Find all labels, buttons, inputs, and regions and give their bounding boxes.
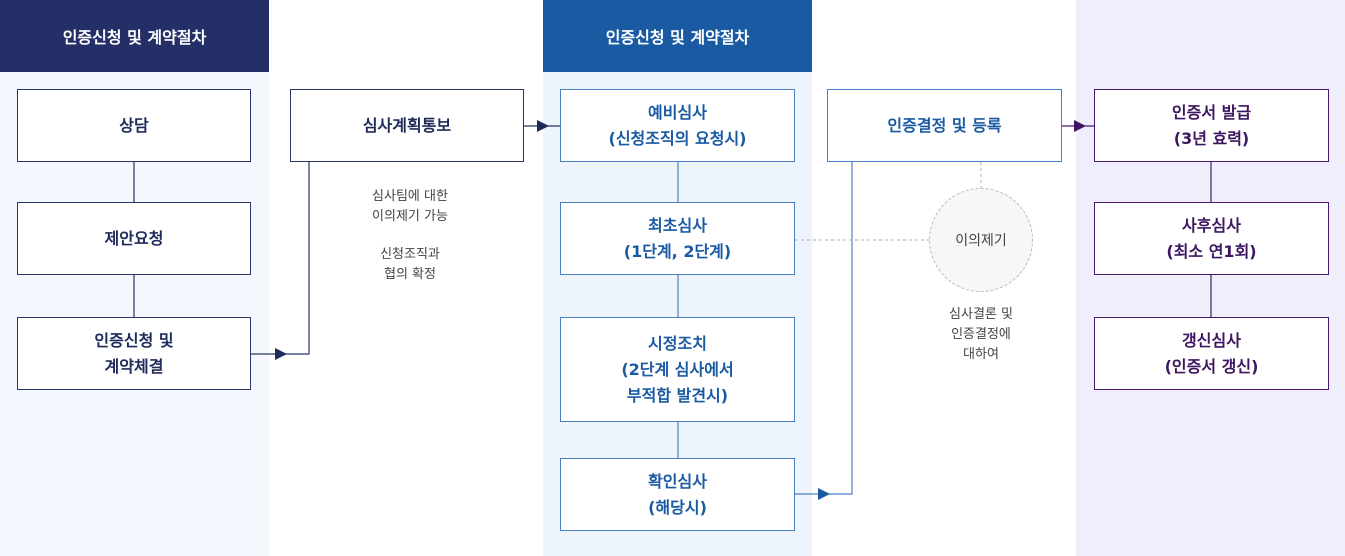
audit-plan-note: 심사팀에 대한 이의제기 가능 신청조직과 협의 확정 xyxy=(310,187,510,285)
label: 제안요청 xyxy=(104,228,164,248)
label: 갱신심사 xyxy=(1182,330,1241,350)
label: 부적합 발견시) xyxy=(626,385,729,405)
label: 심사계획통보 xyxy=(362,115,452,135)
label: (인증서 갱신) xyxy=(1164,356,1259,376)
label: 인증서 발급 xyxy=(1171,102,1252,122)
label: 확인심사 xyxy=(648,471,707,491)
note-line: 협의 확정 xyxy=(384,267,436,282)
step-certification-decision: 인증결정 및 등록 xyxy=(827,89,1062,162)
label: 인증신청 및 xyxy=(94,330,174,350)
label: 계약체결 xyxy=(104,356,164,376)
note-line: 심사결론 및 xyxy=(949,307,1013,322)
label: (최소 연1회) xyxy=(1166,241,1257,261)
step-renewal-audit: 갱신심사 (인증서 갱신) xyxy=(1094,317,1329,390)
note-line: 이의제기 가능 xyxy=(372,209,448,224)
note-line: 심사팀에 대한 xyxy=(372,189,448,204)
label: (3년 효력) xyxy=(1173,128,1250,148)
step-surveillance-audit: 사후심사 (최소 연1회) xyxy=(1094,202,1329,275)
label: (해당시) xyxy=(648,497,707,517)
note-line: 신청조직과 xyxy=(380,247,440,262)
label: (2단계 심사에서 xyxy=(621,359,734,379)
label: 인증결정 및 등록 xyxy=(887,115,1002,135)
note-line: 대하여 xyxy=(963,347,999,362)
step-certificate-issue: 인증서 발급 (3년 효력) xyxy=(1094,89,1329,162)
label: 최초심사 xyxy=(648,215,707,235)
label: 예비심사 xyxy=(648,102,707,122)
step-proposal-request: 제안요청 xyxy=(17,202,251,275)
label: (신청조직의 요청시) xyxy=(608,128,747,148)
header-audit: 인증신청 및 계약절차 xyxy=(543,0,812,72)
header-application: 인증신청 및 계약절차 xyxy=(0,0,269,72)
step-preliminary-audit: 예비심사 (신청조직의 요청시) xyxy=(560,89,795,162)
label: 이의제기 xyxy=(955,233,1007,249)
label: (1단계, 2단계) xyxy=(623,241,732,261)
label: 시정조치 xyxy=(648,333,707,353)
note-line: 인증결정에 xyxy=(951,327,1011,342)
step-audit-plan-notice: 심사계획통보 xyxy=(290,89,524,162)
step-initial-audit: 최초심사 (1단계, 2단계) xyxy=(560,202,795,275)
step-consultation: 상담 xyxy=(17,89,251,162)
step-verification-audit: 확인심사 (해당시) xyxy=(560,458,795,531)
appeal-note: 심사결론 및 인증결정에 대하여 xyxy=(901,305,1061,365)
appeal-circle: 이의제기 xyxy=(929,188,1033,292)
label: 상담 xyxy=(119,115,149,135)
label: 사후심사 xyxy=(1182,215,1241,235)
